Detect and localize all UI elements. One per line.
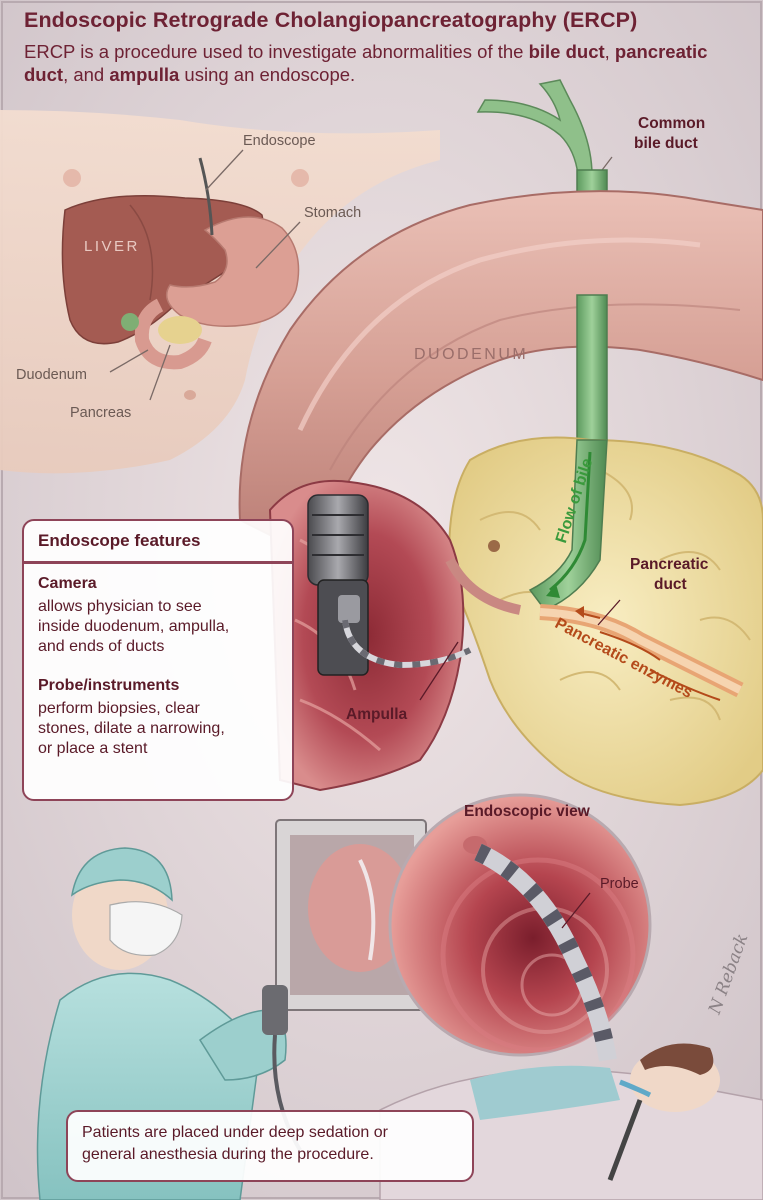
label-liver: LIVER bbox=[84, 238, 140, 255]
label-common-line2: bile duct bbox=[634, 135, 698, 152]
camera-text-2: inside duodenum, ampulla, bbox=[38, 618, 230, 635]
features-divider bbox=[24, 561, 292, 564]
label-common-line1: Common bbox=[638, 115, 706, 132]
probe-title: Probe/instruments bbox=[38, 677, 180, 694]
label-pancreatic-duct-line2: duct bbox=[654, 576, 687, 593]
sedation-note-box: Patients are placed under deep sedation … bbox=[66, 1110, 474, 1182]
term-pancreatic-duct: pancreatic duct bbox=[24, 41, 708, 85]
probe-text-3: or place a stent bbox=[38, 740, 148, 757]
small-leader-lines bbox=[109, 149, 613, 401]
bile-duct-mid bbox=[576, 294, 608, 446]
patient-illustration bbox=[379, 1043, 763, 1200]
label-pancreatic-duct-line1: Pancreatic bbox=[630, 556, 709, 573]
camera-title: Camera bbox=[38, 575, 97, 592]
probe-text-1: perform biopsies, clear bbox=[38, 700, 200, 717]
page-title: Endoscopic Retrograde Cholangiopancreato… bbox=[24, 8, 638, 32]
probe-text-2: stones, dilate a narrowing, bbox=[38, 720, 225, 737]
label-endoscope: Endoscope bbox=[243, 133, 316, 149]
term-ampulla: ampulla bbox=[109, 64, 180, 85]
small-duodenum-pancreas bbox=[121, 298, 212, 370]
camera-text-3: and ends of ducts bbox=[38, 638, 165, 655]
label-endoscopic-view: Endoscopic view bbox=[464, 803, 590, 820]
note-line-1: Patients are placed under deep sedation … bbox=[82, 1124, 388, 1141]
endoscope-features-box: Endoscope features Camera allows physici… bbox=[22, 519, 294, 801]
features-heading: Endoscope features bbox=[38, 531, 201, 550]
label-ampulla: Ampulla bbox=[346, 706, 408, 723]
pancreatic-duct-leader bbox=[597, 599, 621, 626]
duodenum-large bbox=[238, 190, 763, 562]
label-duodenum-small: Duodenum bbox=[16, 367, 87, 383]
label-pancreas: Pancreas bbox=[70, 405, 132, 421]
physician-illustration bbox=[36, 847, 302, 1200]
ampulla-leader bbox=[419, 641, 459, 701]
label-probe: Probe bbox=[600, 876, 639, 892]
endoscope-tip bbox=[307, 494, 472, 676]
pancreatic-duct bbox=[539, 604, 744, 701]
endoscopic-view-illustration bbox=[388, 793, 652, 1062]
term-bile-duct: bile duct bbox=[528, 41, 605, 62]
label-duodenum-large: DUODENUM bbox=[414, 346, 529, 363]
note-line-2: general anesthesia during the procedure. bbox=[82, 1146, 374, 1163]
page-subtitle: ERCP is a procedure used to investigate … bbox=[24, 41, 708, 85]
camera-text-1: allows physician to see bbox=[38, 598, 202, 615]
label-stomach: Stomach bbox=[304, 205, 362, 221]
